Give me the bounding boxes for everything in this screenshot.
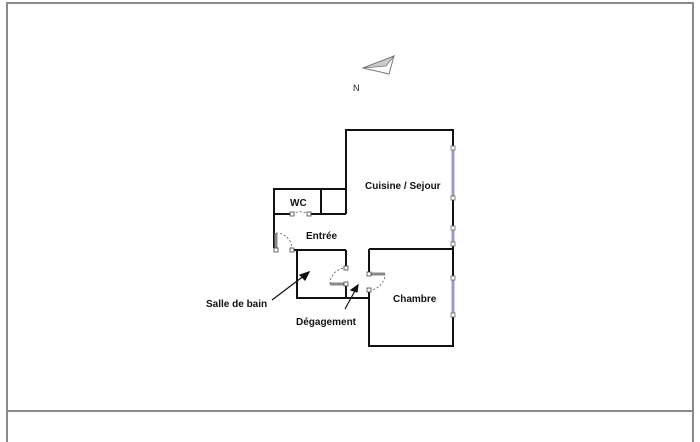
floor-plan: N xyxy=(206,55,456,347)
room-label-sdb: Salle de bain xyxy=(206,299,267,310)
room-label-chambre: Chambre xyxy=(393,294,437,305)
north-label: N xyxy=(353,83,360,93)
footer-divider xyxy=(6,410,694,412)
north-arrow-icon xyxy=(361,55,396,75)
room-label-degagement: Dégagement xyxy=(296,317,357,328)
room-label-wc: WC xyxy=(290,198,307,209)
door-hinges xyxy=(273,211,372,293)
door-leaves xyxy=(274,233,385,286)
walls xyxy=(273,129,454,347)
room-label-cuisine: Cuisine / Sejour xyxy=(365,181,441,192)
window-markers xyxy=(450,145,456,318)
pointer-arrows xyxy=(271,270,359,310)
page-frame xyxy=(6,2,694,442)
room-label-entree: Entrée xyxy=(306,231,338,242)
